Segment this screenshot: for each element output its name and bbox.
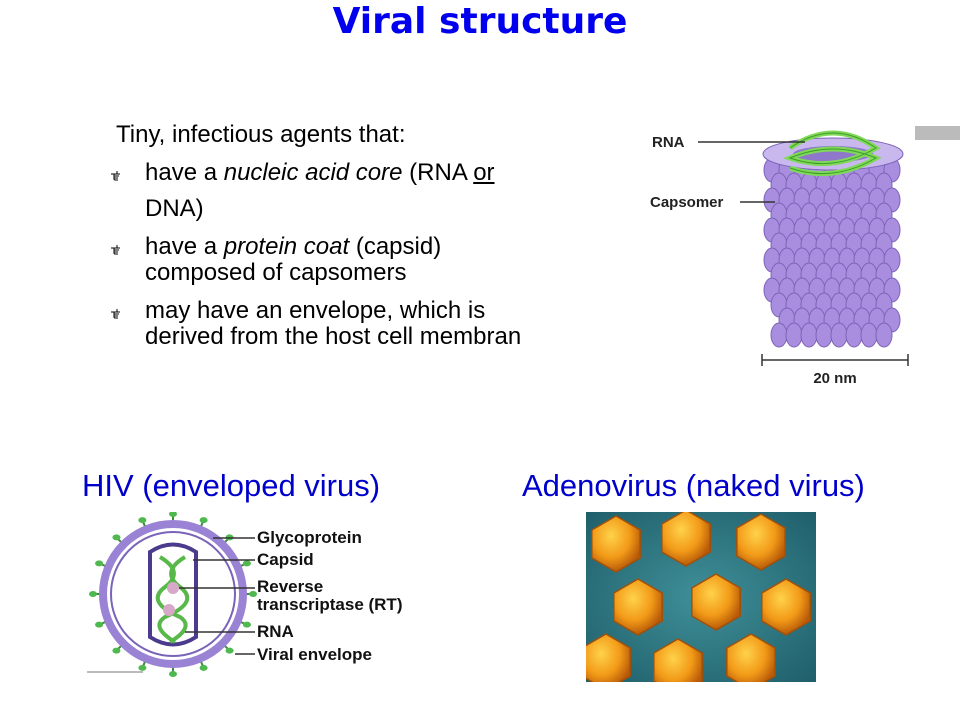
bullet-2-italic: protein coat: [223, 233, 350, 260]
capsomer: [875, 322, 893, 348]
bullet-1-mid: (RNA: [402, 159, 474, 186]
capsomer: [770, 322, 788, 348]
bullet-3-line1: may have an envelope, which is: [145, 297, 486, 324]
adenovirus-particle: [586, 633, 631, 682]
label-transcriptase: transcriptase (RT): [257, 595, 403, 614]
rna-strand-2: [157, 555, 190, 644]
capsomer: [785, 322, 803, 348]
capsid-figure: RNA Capsomer 20 nm: [650, 126, 960, 387]
label-rna: RNA: [257, 622, 294, 641]
bullet-1-line2: DNA): [145, 195, 204, 222]
page-title: Viral structure: [332, 1, 628, 42]
label-viral-envelope: Viral envelope: [257, 645, 372, 664]
label-reverse: Reverse: [257, 577, 324, 596]
reverse-transcriptase-dot-2: [163, 604, 175, 616]
pointing-hand-icon: [111, 171, 120, 181]
spike-head: [169, 671, 177, 677]
spike-head: [242, 621, 251, 628]
reverse-transcriptase-dot: [167, 582, 179, 594]
bullet-nucleic-acid: have a nucleic acid core (RNA or DNA): [110, 160, 630, 222]
spike-head: [199, 664, 208, 671]
adenovirus-particle: [613, 578, 663, 636]
spike-head: [225, 647, 234, 654]
capsomer-body: [763, 157, 901, 348]
bullet-3-line2: derived from the host cell membran: [145, 323, 522, 350]
bullet-envelope: may have an envelope, which is derived f…: [110, 298, 630, 350]
bullet-2-mid: (capsid): [349, 233, 442, 260]
spike-head: [169, 512, 177, 517]
capsomer: [860, 322, 878, 348]
label-glycoprotein: Glycoprotein: [257, 528, 362, 547]
label-capsid: Capsid: [257, 550, 314, 569]
adenovirus-particle: [661, 512, 711, 567]
capsomer: [800, 322, 818, 348]
bullet-1-prefix: have a: [145, 159, 224, 186]
capsomer: [845, 322, 863, 348]
bullet-protein-coat: have a protein coat (capsid) composed of…: [110, 234, 630, 286]
adenovirus-particle: [653, 638, 703, 682]
spike-head: [112, 647, 121, 654]
spike-head: [138, 517, 147, 524]
adenovirus-particle: [591, 515, 641, 573]
spike-head: [242, 560, 251, 567]
rna-strand: [155, 555, 188, 644]
caption-adenovirus: Adenovirus (naked virus): [522, 468, 865, 503]
gray-strip: [915, 126, 960, 140]
adenovirus-particle: [691, 573, 741, 631]
capsomer: [815, 322, 833, 348]
spike-head: [249, 591, 257, 597]
adenovirus-micrograph: [586, 512, 816, 682]
bullet-1-underline: or: [473, 159, 495, 186]
spike-head: [138, 664, 147, 671]
spike-head: [95, 621, 104, 628]
rna-label: RNA: [652, 134, 685, 151]
adenovirus-particle: [761, 578, 811, 636]
bullet-1-italic: nucleic acid core: [223, 159, 403, 186]
capsomer-label: Capsomer: [650, 194, 724, 211]
pointing-hand-icon: [111, 245, 120, 255]
spike-head: [89, 591, 97, 597]
adenovirus-particle: [736, 513, 786, 571]
spike-head: [95, 560, 104, 567]
spike-head: [112, 534, 121, 541]
caption-hiv: HIV (enveloped virus): [82, 468, 381, 503]
rna-helix-outline: [788, 132, 878, 175]
hiv-diagram: [87, 512, 257, 677]
bullet-2-prefix: have a: [145, 233, 224, 260]
capsomer: [830, 322, 848, 348]
intro-text: Tiny, infectious agents that:: [116, 121, 406, 148]
scale-label: 20 nm: [813, 370, 856, 387]
adenovirus-particles: [586, 512, 811, 682]
pointing-hand-icon: [111, 309, 120, 319]
adenovirus-particle: [726, 633, 776, 682]
bullet-list: have a nucleic acid core (RNA or DNA) ha…: [110, 160, 630, 362]
bullet-2-line2: composed of capsomers: [145, 259, 407, 286]
spike-head: [199, 517, 208, 524]
